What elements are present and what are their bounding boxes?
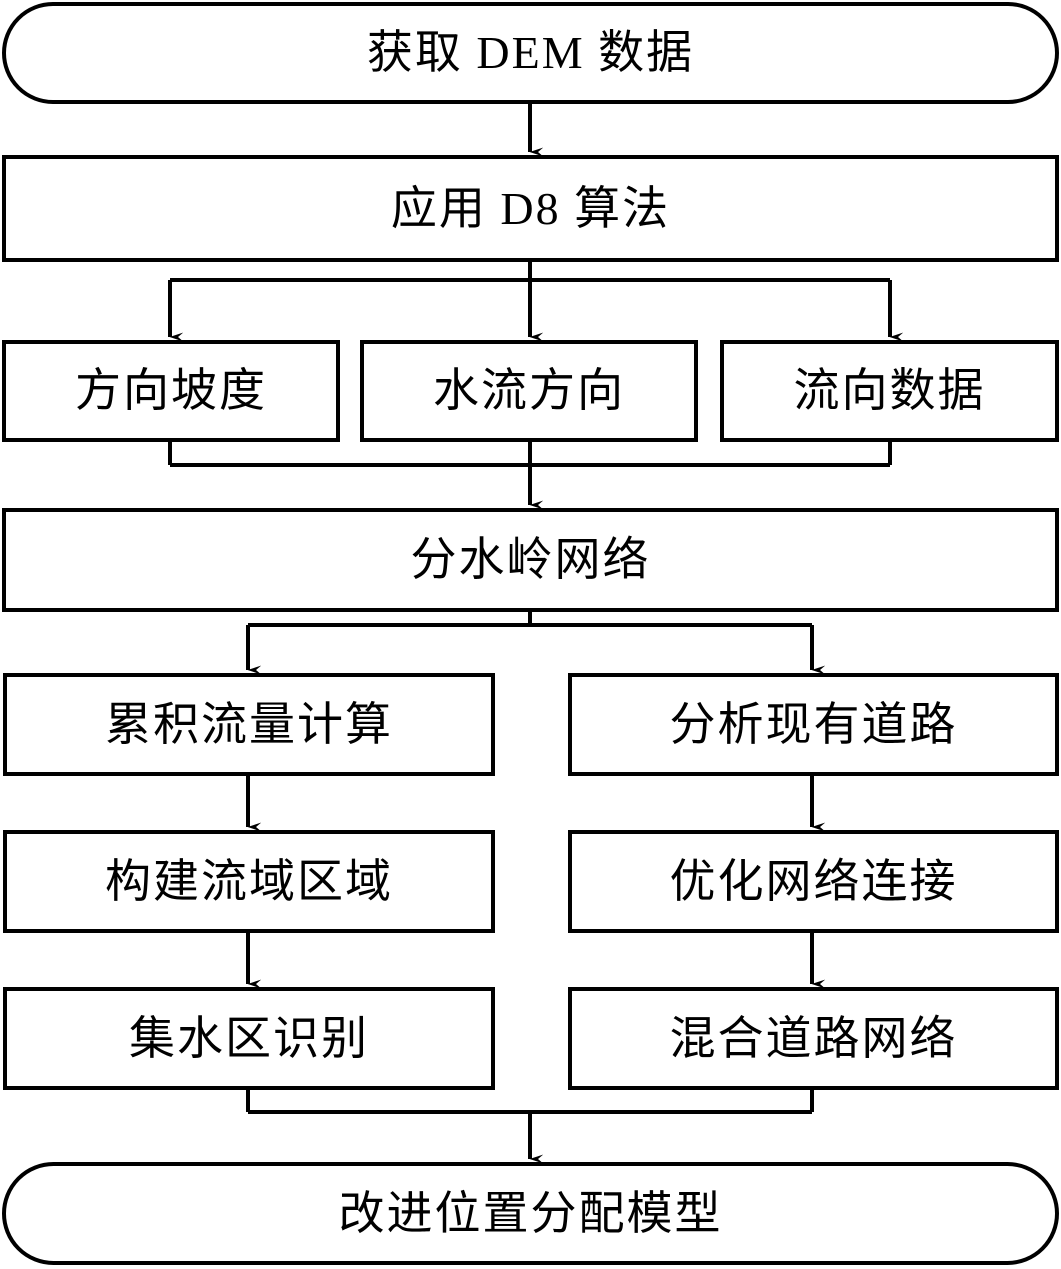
node-label: 构建流域区域 [105,855,393,907]
node-label: 分析现有道路 [669,698,958,750]
node-label: 混合道路网络 [669,1012,958,1064]
node-direction-slope[interactable]: 方向坡度 [2,340,340,442]
node-watershed-network[interactable]: 分水岭网络 [2,508,1059,612]
node-flow-accumulation[interactable]: 累积流量计算 [3,673,495,776]
node-build-basin-area[interactable]: 构建流域区域 [3,830,495,933]
node-label: 分水岭网络 [410,534,651,585]
node-improved-location-allocation-model[interactable]: 改进位置分配模型 [2,1162,1059,1265]
node-label: 方向坡度 [75,365,267,416]
node-label: 改进位置分配模型 [338,1187,723,1239]
node-flow-direction-data[interactable]: 流向数据 [720,340,1059,442]
node-acquire-dem[interactable]: 获取 DEM 数据 [2,2,1059,104]
node-label: 流向数据 [793,365,986,416]
node-label: 优化网络连接 [669,855,958,907]
node-optimize-network-connection[interactable]: 优化网络连接 [568,830,1059,933]
node-label: 累积流量计算 [105,698,393,750]
node-flow-direction[interactable]: 水流方向 [360,340,698,442]
node-hybrid-road-network[interactable]: 混合道路网络 [568,987,1059,1090]
node-catchment-identification[interactable]: 集水区识别 [3,987,495,1090]
node-label: 应用 D8 算法 [390,182,671,234]
node-analyze-existing-roads[interactable]: 分析现有道路 [568,673,1059,776]
node-label: 水流方向 [433,365,625,416]
node-apply-d8[interactable]: 应用 D8 算法 [2,155,1059,262]
node-label: 集水区识别 [129,1012,369,1064]
node-label: 获取 DEM 数据 [366,27,695,78]
